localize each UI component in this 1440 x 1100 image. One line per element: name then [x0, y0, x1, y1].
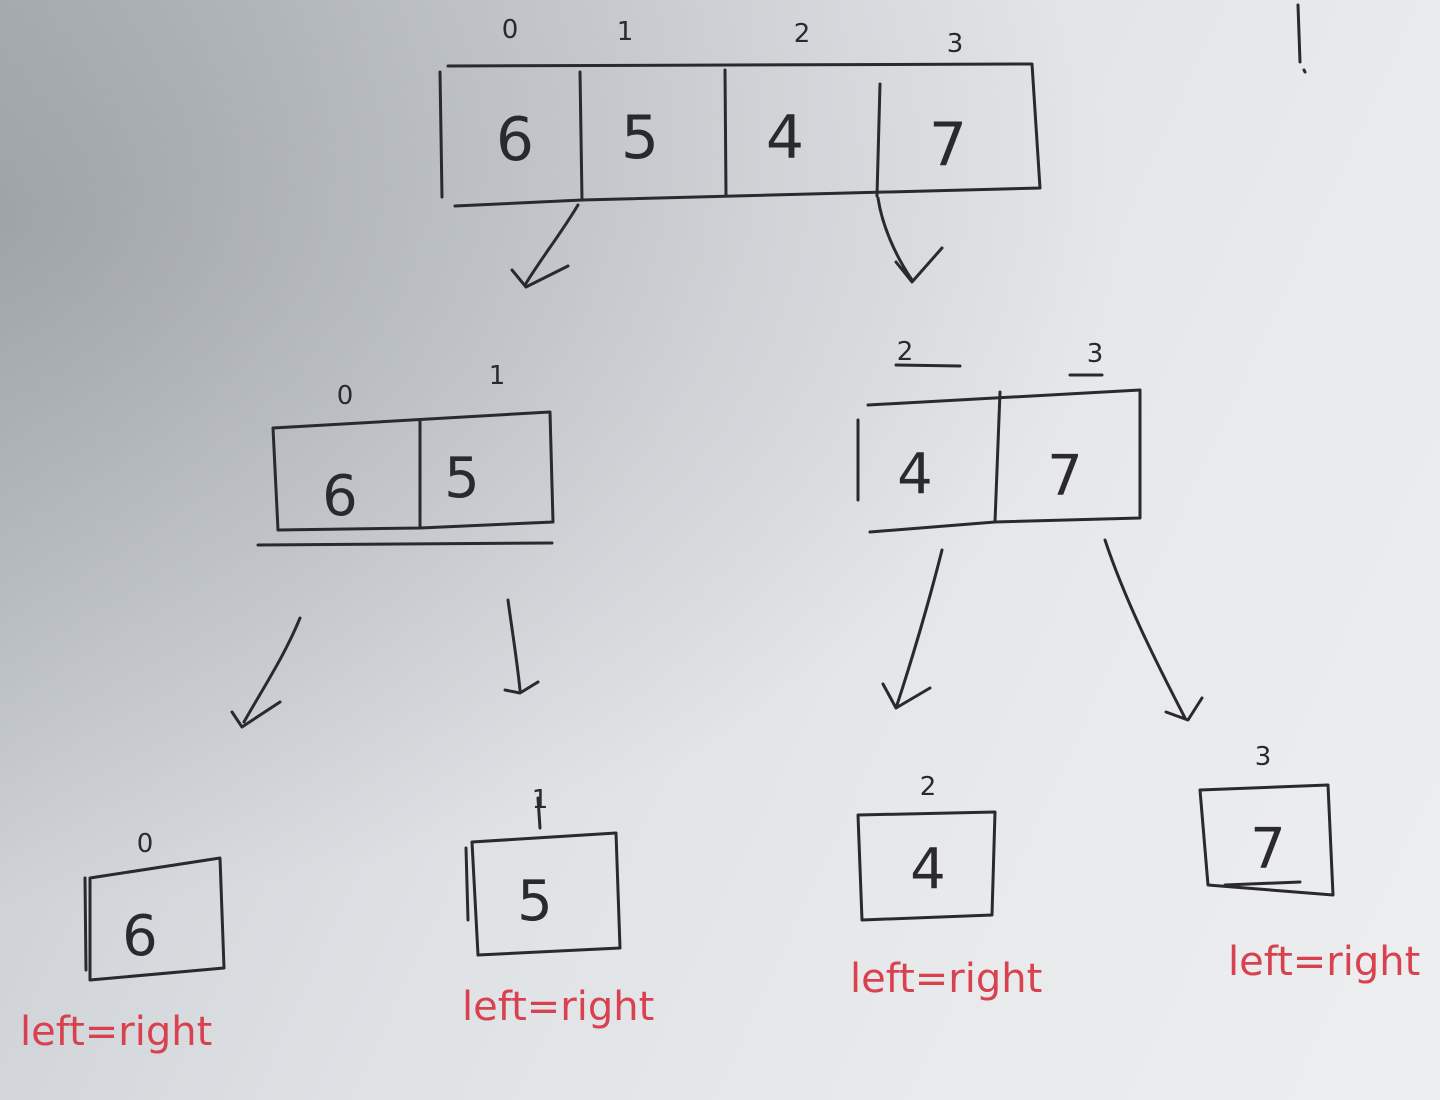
- left-split-cell-1: 5: [444, 446, 480, 511]
- right-split-index-3: 3: [1087, 339, 1104, 369]
- left-split-index-0: 0: [337, 381, 354, 411]
- root-cell-2: 4: [766, 103, 804, 173]
- left-split-index-1: 1: [489, 361, 506, 391]
- leaf-3-index: 3: [1255, 742, 1272, 772]
- leaf-2-note: left=right: [850, 956, 1042, 1002]
- root-index-0: 0: [502, 15, 519, 45]
- root-cell-1: 5: [621, 103, 659, 173]
- leaf-2-cell: 4: [910, 837, 946, 902]
- arrow-root-to-left: [510, 203, 580, 289]
- root-cell-3: 7: [929, 110, 967, 180]
- arrow-left-to-leaf-0: [230, 616, 302, 729]
- leaf-3-note: left=right: [1228, 939, 1420, 985]
- root-index-2: 2: [794, 19, 811, 49]
- leaf-1-index: 1: [532, 785, 549, 815]
- stray-pen-mark: [1296, 3, 1307, 74]
- arrow-left-to-leaf-1: [503, 598, 540, 695]
- right-split-cell-0: 4: [897, 442, 933, 507]
- leaf-3: 3 7 left=right: [1198, 742, 1420, 985]
- leaf-0-cell: 6: [122, 904, 158, 969]
- right-split-index-2: 2: [897, 337, 914, 367]
- right-split-cell-1: 7: [1047, 444, 1083, 509]
- left-split-cell-0: 6: [322, 464, 358, 529]
- root-index-1: 1: [617, 17, 634, 47]
- leaf-0-note: left=right: [20, 1009, 212, 1055]
- leaf-3-cell: 7: [1250, 817, 1286, 882]
- arrow-right-to-leaf-2: [881, 548, 944, 710]
- right-split-array: 2 3 4 7: [856, 337, 1142, 534]
- arrow-right-to-leaf-3: [1103, 538, 1204, 722]
- root-cell-0: 6: [496, 105, 534, 175]
- arrow-root-to-right: [876, 196, 944, 284]
- leaf-2: 2 4 left=right: [850, 772, 1042, 1002]
- leaf-1-cell: 5: [517, 869, 553, 934]
- root-index-3: 3: [947, 29, 964, 59]
- leaf-0: 0 6 left=right: [20, 829, 226, 1055]
- left-split-array: 0 1 6 5: [256, 361, 555, 547]
- leaf-2-index: 2: [920, 772, 937, 802]
- leaf-1-note: left=right: [462, 984, 654, 1030]
- leaf-1: 1 5 left=right: [462, 785, 654, 1030]
- root-array: 0 1 2 3 6 5 4 7: [438, 15, 1042, 208]
- leaf-0-index: 0: [137, 829, 154, 859]
